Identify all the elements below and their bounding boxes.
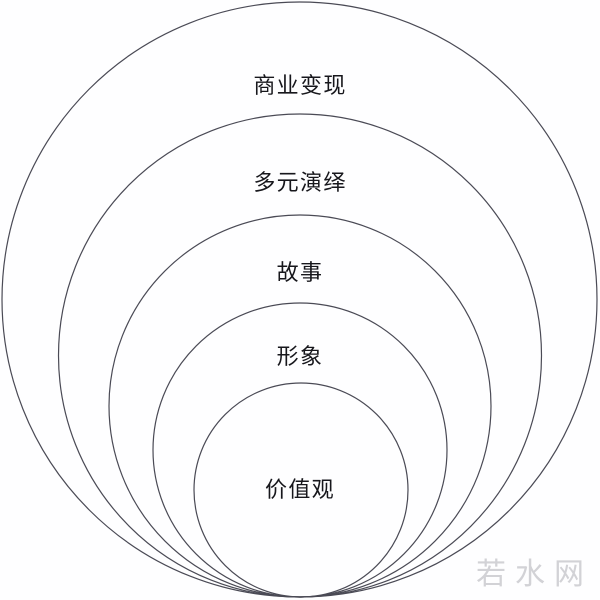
ring-circle-5 <box>193 382 409 598</box>
site-watermark: 若水网 <box>476 558 593 591</box>
ring-label-3: 故事 <box>276 260 324 285</box>
ring-label-4: 形象 <box>276 344 324 369</box>
ring-label-2: 多元演绎 <box>253 170 347 195</box>
ring-label-5: 价值观 <box>265 477 335 502</box>
ring-label-1: 商业变现 <box>253 73 347 98</box>
